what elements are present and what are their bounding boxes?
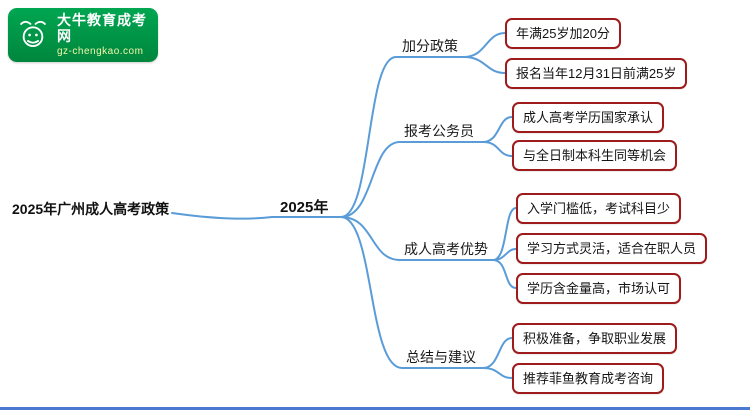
leaf-node: 报名当年12月31日前满25岁 (505, 58, 688, 89)
edge-root-center (171, 212, 273, 220)
edge-branch4-leaf1 (482, 337, 513, 369)
leaf-node: 成人高考学历国家承认 (512, 102, 665, 133)
branch-advantages: 成人高考优势 (404, 241, 488, 257)
edge-center-branch4 (340, 216, 403, 369)
site-logo[interactable]: 大牛教育成考网 gz-chengkao.com (8, 8, 158, 62)
bull-icon (20, 20, 46, 47)
branch-summary: 总结与建议 (406, 349, 476, 365)
leaf-node: 学习方式灵活，适合在职人员 (516, 233, 708, 264)
edge-branch2-leaf2 (482, 141, 513, 157)
edge-center-branch3 (340, 216, 401, 261)
branch-bonus-policy: 加分政策 (402, 38, 458, 54)
leaf-node: 积极准备，争取职业发展 (512, 323, 678, 354)
edge-branch1-leaf1 (463, 32, 506, 58)
bottom-accent-bar (0, 407, 750, 410)
edge-center-branch2 (340, 141, 401, 218)
branch-civil-service: 报考公务员 (404, 123, 474, 139)
edge-branch4-leaf2 (482, 367, 513, 379)
center-node-year: 2025年 (280, 199, 329, 216)
leaf-node: 入学门槛低，考试科目少 (516, 193, 682, 224)
edge-branch1-leaf2 (463, 56, 506, 74)
edge-center-branch1 (340, 56, 397, 218)
logo-title: 大牛教育成考网 (57, 12, 147, 45)
leaf-node: 年满25岁加20分 (505, 18, 621, 49)
edge-branch3-leaf1 (492, 207, 517, 261)
logo-subtitle: gz-chengkao.com (57, 46, 144, 58)
edge-branch3-leaf3 (492, 259, 517, 289)
leaf-node: 与全日制本科生同等机会 (512, 140, 678, 171)
leaf-node: 学历含金量高，市场认可 (516, 273, 682, 304)
root-title: 2025年广州成人高考政策 (12, 201, 170, 217)
edge-branch2-leaf1 (482, 116, 513, 143)
leaf-node: 推荐菲鱼教育成考咨询 (512, 363, 665, 394)
